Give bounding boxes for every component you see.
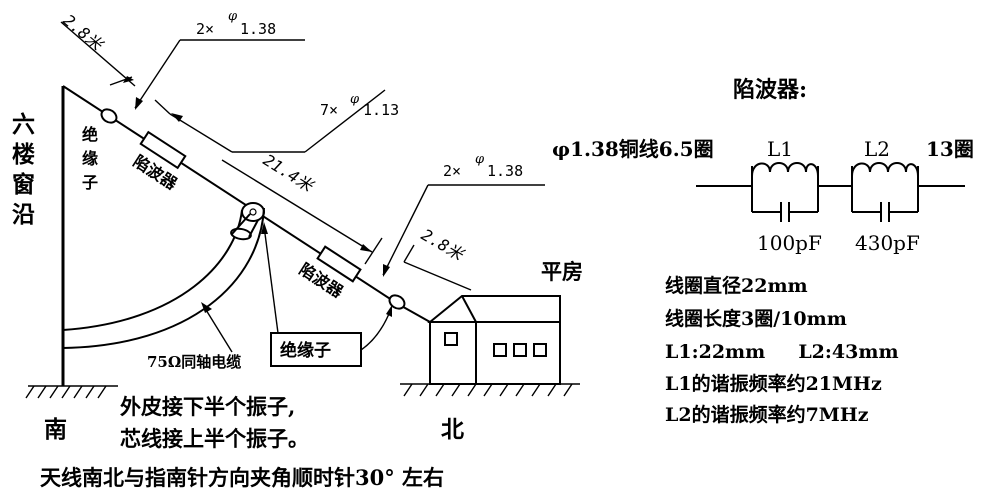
dim-top-left: 2.8米 [59, 11, 107, 56]
house-window [493, 343, 507, 357]
c2-label: 430pF [855, 231, 920, 255]
house-window [513, 343, 527, 357]
building-label-char: 六 [12, 111, 35, 138]
insulator-char: 子 [82, 173, 98, 192]
trap-panel-title: 陷波器: [733, 77, 807, 103]
ground-hatch-right [403, 383, 573, 397]
building-label-char: 窗 [12, 171, 35, 198]
insulator-top [100, 108, 118, 124]
house-window [533, 343, 547, 357]
spec-line: L1的谐振频率约21MHz [665, 372, 882, 395]
dim-wire-top-prefix: 2× [196, 20, 214, 38]
trap-circuit [696, 162, 965, 222]
trap-upper [139, 130, 187, 170]
wire-labels: 绝 缘 子 陷波器 陷波器 [82, 125, 347, 302]
coax-upper-edge [62, 209, 243, 331]
dim-wire-bottom-value: 1.38 [487, 162, 523, 180]
house: 平房 北 [400, 259, 583, 443]
building-left: 六 楼 窗 沿 南 [12, 86, 118, 443]
dimension-marks: 2.8米 2× φ 1.38 7× φ 1.13 21.4米 2× φ 1.38… [59, 9, 545, 291]
spec-line: L1:22mm L2:43mm [665, 341, 899, 363]
building-label-char: 楼 [12, 141, 35, 168]
insulator-box-label: 绝缘子 [280, 340, 331, 361]
house-label: 平房 [541, 259, 583, 284]
trap-turns-13: 13圈 [926, 137, 974, 161]
spec-line: 线圈直径22mm [665, 274, 808, 297]
south-label: 南 [44, 416, 67, 443]
insulator-char: 绝 [82, 125, 98, 144]
dim-wire-bottom-prefix: 2× [443, 162, 461, 180]
c1-label: 100pF [757, 231, 822, 255]
trap-lower [316, 245, 362, 283]
insulator-char: 缘 [82, 149, 98, 168]
dim-wire-bottom-phi: φ [475, 152, 485, 167]
dim-wire-mid-prefix: 7× [320, 101, 338, 119]
insulator-callout: 绝缘子 [261, 222, 392, 367]
dim-top-right: 2.8米 [418, 225, 468, 265]
dim-wire-mid-value: 1.13 [363, 101, 399, 119]
insulator-bottom [388, 294, 406, 310]
notes: 外皮接下半个振子, 芯线接上半个振子。 天线南北与指南针方向夹角顺时针30° 左… [40, 394, 444, 490]
l2-coil [851, 162, 919, 177]
spec-line: L2的谐振频率约7MHz [665, 403, 869, 426]
coax-cable: 75Ω同轴电缆 [62, 207, 265, 371]
note-bottom: 天线南北与指南针方向夹角顺时针30° 左右 [40, 465, 444, 490]
house-roof [427, 295, 561, 323]
ground-hatch-left [25, 385, 107, 399]
dim-mid-length: 21.4米 [260, 150, 318, 196]
l1-coil [751, 162, 819, 177]
antenna-wire [62, 85, 431, 323]
dim-wire-mid-phi: φ [350, 92, 360, 107]
feed-point-inner [249, 208, 257, 216]
coax-label: 75Ω同轴电缆 [147, 353, 241, 371]
coax-lower-edge [62, 207, 265, 349]
house-window [444, 332, 458, 346]
note-line-1: 外皮接下半个振子, [120, 394, 295, 419]
trap-panel: 陷波器: φ1.38铜线6.5圈 13圈 L1 L2 100pF [552, 77, 974, 426]
l2-label: L2 [864, 137, 890, 161]
dim-wire-top-value: 1.38 [240, 20, 276, 38]
spec-line: 线圈长度3圈/10mm [665, 307, 847, 330]
trap-wire-spec: φ1.38铜线6.5圈 [552, 137, 714, 161]
note-line-2: 芯线接上半个振子。 [120, 426, 309, 451]
l1-label: L1 [767, 137, 793, 161]
dim-wire-top-phi: φ [228, 9, 238, 24]
building-label-char: 沿 [12, 201, 35, 228]
coax-end [230, 227, 252, 241]
north-label: 北 [441, 416, 464, 443]
